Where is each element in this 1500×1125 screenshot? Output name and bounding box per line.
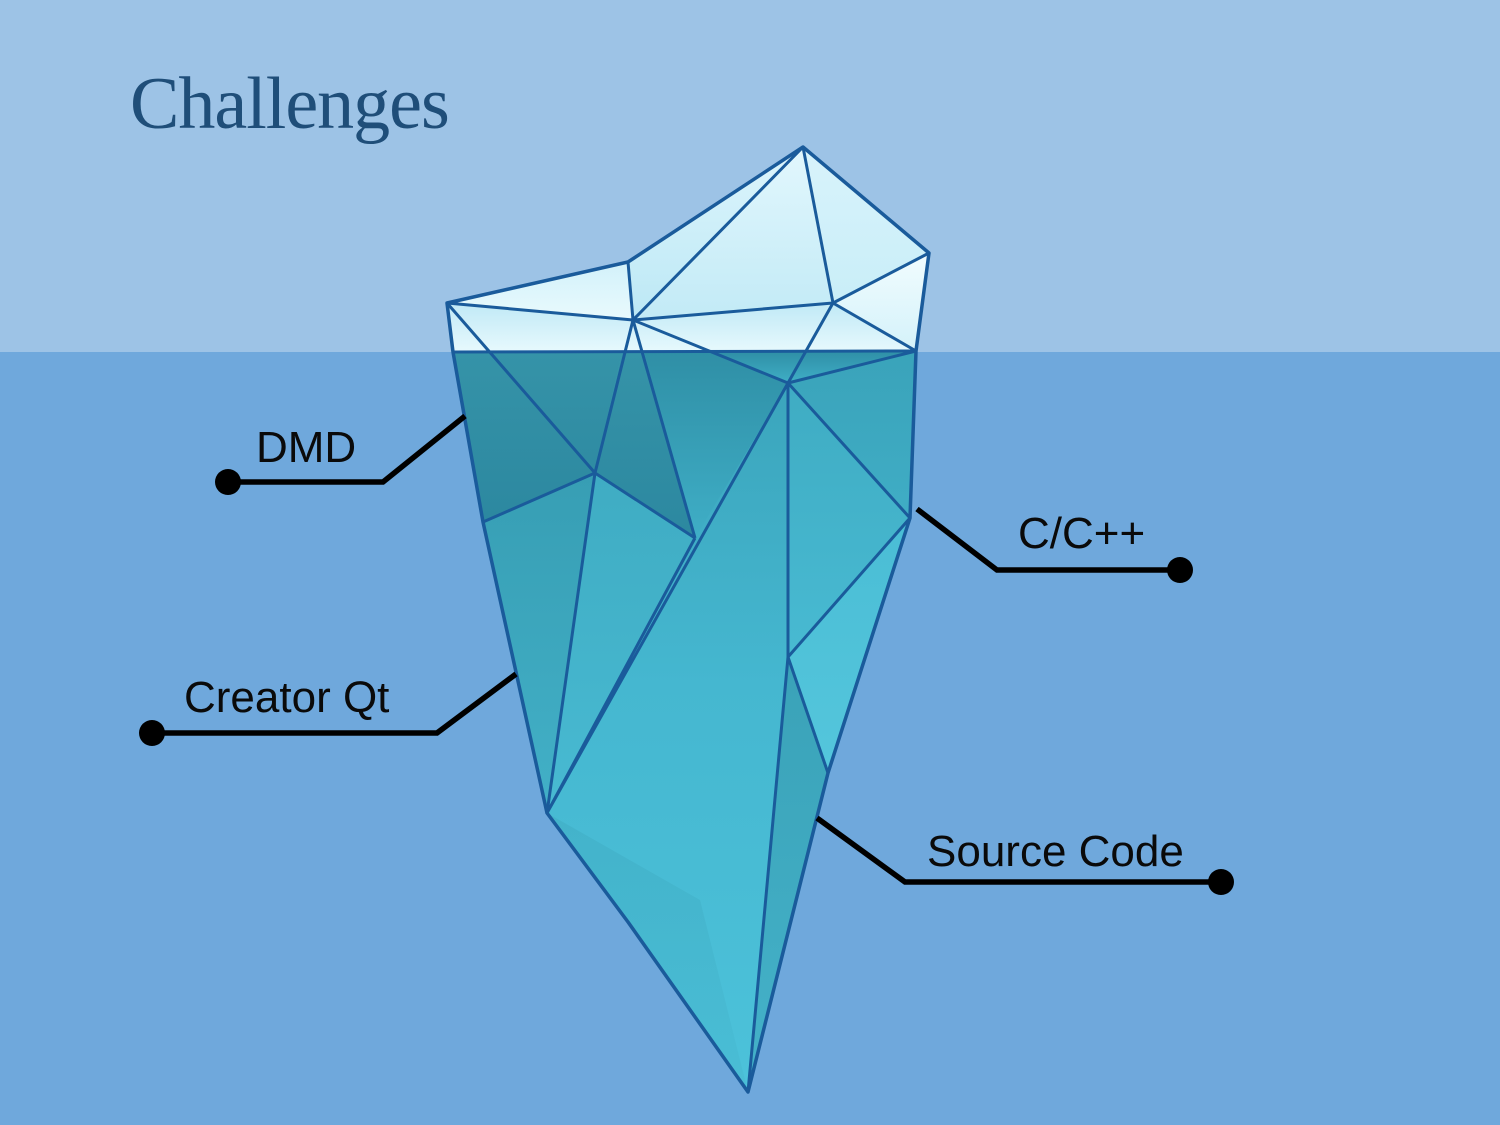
slide-title: Challenges bbox=[130, 63, 450, 145]
callout-label-source-code: Source Code bbox=[927, 827, 1184, 876]
callout-line-dmd bbox=[228, 413, 467, 485]
iceberg-tip bbox=[447, 147, 929, 352]
iceberg-facet bbox=[788, 383, 910, 657]
iceberg-facet bbox=[483, 473, 595, 813]
callout-line-creator-qt bbox=[152, 671, 518, 736]
iceberg-underwater bbox=[453, 351, 916, 1092]
callout-dot-creator-qt bbox=[139, 720, 165, 746]
iceberg-facet bbox=[803, 147, 929, 303]
iceberg-facet bbox=[833, 253, 929, 351]
iceberg-internal-edges-crossing bbox=[445, 302, 835, 539]
iceberg-facet bbox=[447, 303, 916, 352]
iceberg-facet bbox=[715, 352, 805, 383]
iceberg-facet bbox=[547, 813, 748, 1092]
callout-line-source-code bbox=[815, 815, 1221, 885]
iceberg-outline bbox=[445, 145, 931, 1094]
iceberg-edges bbox=[445, 145, 931, 1094]
waterline-edge bbox=[452, 349, 917, 354]
callout-dot-source-code bbox=[1208, 869, 1234, 895]
iceberg-facet bbox=[595, 352, 695, 538]
callout-dot-cpp bbox=[1167, 557, 1193, 583]
callout-label-cpp: C/C++ bbox=[1018, 509, 1146, 558]
iceberg-facet bbox=[447, 262, 633, 320]
iceberg-internal-edges-below bbox=[482, 349, 917, 1093]
iceberg-facet bbox=[644, 352, 788, 538]
callout-label-creator-qt: Creator Qt bbox=[184, 673, 390, 722]
callout-dot-dmd bbox=[215, 469, 241, 495]
callout-line-cpp bbox=[915, 506, 1180, 573]
callout-label-dmd: DMD bbox=[256, 423, 357, 472]
iceberg-internal-edges-above bbox=[446, 145, 930, 353]
callout-lines bbox=[152, 413, 1221, 885]
callout-dots bbox=[139, 469, 1234, 895]
iceberg-facet bbox=[788, 518, 910, 773]
iceberg-facet bbox=[633, 147, 833, 320]
iceberg-facet bbox=[748, 657, 828, 1092]
